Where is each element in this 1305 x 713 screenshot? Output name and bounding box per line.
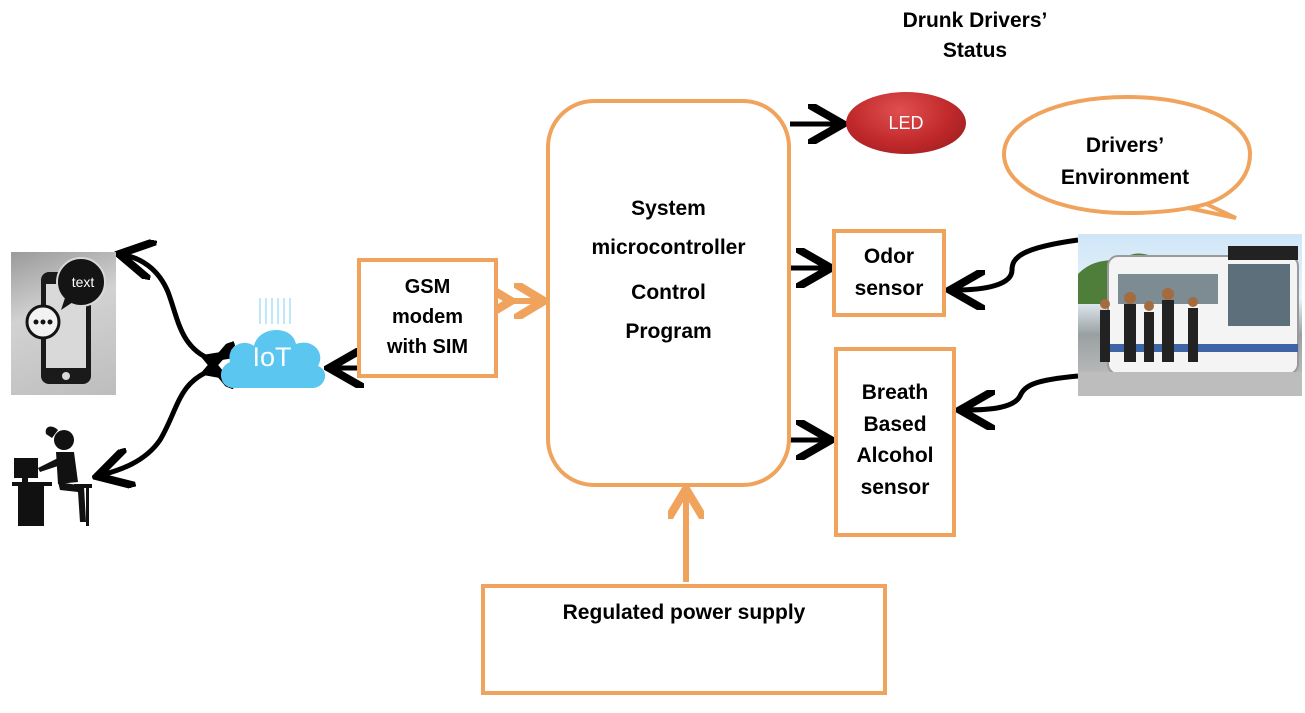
environment-bubble	[1001, 94, 1253, 220]
alcohol-line1: Breath	[861, 381, 929, 404]
phone-tile: text	[11, 252, 116, 395]
arrow-iot-user	[102, 370, 212, 475]
person-at-computer-icon	[12, 426, 92, 526]
controller-line2: microcontroller	[591, 235, 746, 259]
alcohol-sensor-label: Breath Based Alcohol sensor	[834, 377, 956, 503]
phone-bubble-text: text	[71, 274, 95, 290]
gsm-line3: with SIM	[386, 336, 469, 358]
arrow-env-to-alcohol	[965, 373, 1079, 410]
odor-sensor-label: Odor sensor	[832, 241, 946, 304]
controller-line3: Control	[631, 280, 706, 304]
gsm-label: GSM modem with SIM	[357, 272, 498, 362]
iot-label: IoT	[252, 342, 292, 372]
status-title: Drunk Drivers’ Status	[880, 6, 1070, 67]
bus-photo	[1078, 234, 1302, 396]
led-label: LED	[888, 112, 924, 133]
environment-label: Drivers’ Environment	[1020, 130, 1230, 193]
arrow-iot-phone	[124, 255, 212, 360]
controller-line1: System	[631, 197, 706, 220]
chat-phone-icon	[25, 257, 106, 384]
odor-line2: sensor	[854, 276, 924, 300]
gsm-line1: GSM	[404, 276, 451, 298]
power-supply-label: Regulated power supply	[562, 601, 806, 624]
controller-line4: Program	[625, 319, 712, 343]
status-title-line2: Status	[942, 39, 1008, 63]
alcohol-line3: Alcohol	[856, 444, 934, 467]
environment-line1: Drivers’	[1085, 134, 1165, 157]
odor-sensor-box	[832, 229, 946, 317]
alcohol-line4: sensor	[860, 475, 930, 499]
alcohol-line2: Based	[863, 412, 927, 436]
controller-label: System microcontroller Control Program	[548, 190, 789, 351]
led-indicator: LED	[846, 92, 966, 154]
gsm-box	[357, 258, 498, 378]
status-title-line1: Drunk Drivers’	[902, 9, 1048, 32]
arrow-env-to-odor	[955, 237, 1079, 290]
iot-cloud-icon	[220, 298, 326, 388]
environment-line2: Environment	[1060, 165, 1190, 189]
bus-photo-drawing	[1078, 246, 1302, 396]
gsm-line2: modem	[391, 306, 464, 328]
power-supply-box	[481, 584, 887, 695]
controller-box	[546, 99, 791, 487]
odor-line1: Odor	[863, 245, 915, 268]
alcohol-sensor-box	[834, 347, 956, 537]
